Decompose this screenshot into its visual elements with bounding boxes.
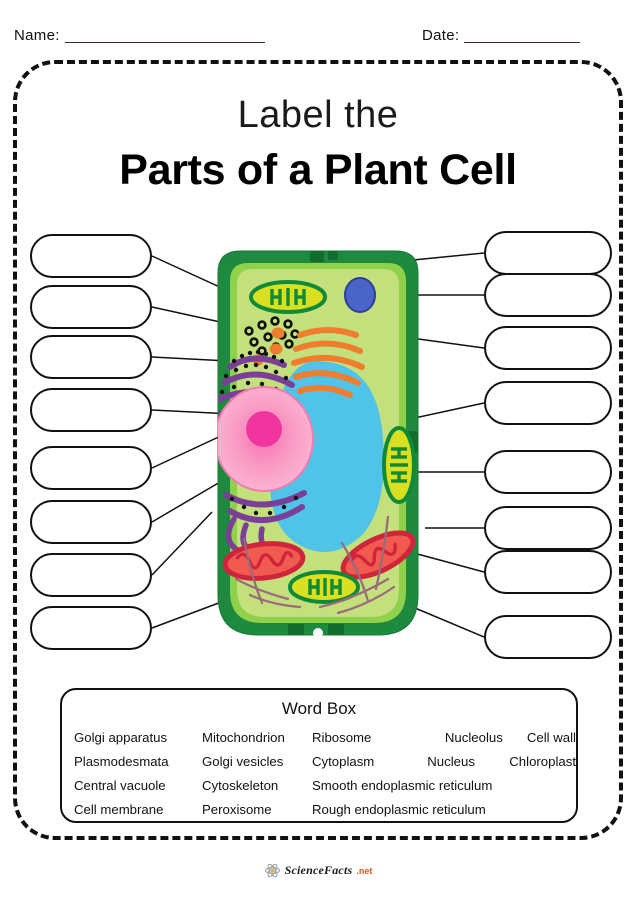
- answer-blank-right-8[interactable]: [484, 615, 612, 659]
- word-item[interactable]: Chloroplast: [509, 753, 576, 769]
- word-item[interactable]: Rough endoplasmic reticulum: [312, 801, 486, 817]
- word-item[interactable]: Peroxisome: [202, 801, 272, 817]
- answer-blank-right-7[interactable]: [484, 550, 612, 594]
- plant-cell-diagram: [217, 250, 419, 638]
- answer-blank-left-3[interactable]: [30, 335, 152, 379]
- date-write-line[interactable]: [464, 30, 581, 43]
- leader-left-7: [151, 511, 213, 576]
- word-box-rows: Golgi apparatus Mitochondrion Ribosome N…: [62, 725, 576, 821]
- word-box-row: Golgi apparatus Mitochondrion Ribosome N…: [62, 725, 576, 749]
- answer-blank-right-4[interactable]: [484, 381, 612, 425]
- plasmodesmata-channels: [313, 628, 323, 638]
- leader-right-8: [414, 607, 485, 638]
- brand-name: ScienceFacts: [284, 863, 353, 877]
- word-box-row: Cell membrane Peroxisome Rough endoplasm…: [62, 797, 576, 821]
- word-box-title: Word Box: [281, 699, 357, 718]
- word-box-row: Central vacuole Cytoskeleton Smooth endo…: [62, 773, 576, 797]
- date-field[interactable]: Date:: [422, 27, 581, 44]
- date-label: Date:: [422, 27, 460, 44]
- atom-icon: [264, 863, 280, 878]
- word-item[interactable]: Cytoplasm: [312, 753, 375, 769]
- word-box-row: Plasmodesmata Golgi vesicles Cytoplasm N…: [62, 749, 576, 773]
- word-item[interactable]: Ribosome: [312, 729, 372, 745]
- answer-blank-right-2[interactable]: [484, 273, 612, 317]
- word-item[interactable]: Nucleolus: [444, 729, 503, 745]
- word-box: Word Box Golgi apparatus Mitochondrion R…: [60, 688, 578, 823]
- answer-blank-left-7[interactable]: [30, 553, 152, 597]
- site-brand: ScienceFacts .net: [0, 862, 636, 882]
- word-item[interactable]: Nucleus: [427, 753, 475, 769]
- cytoskeleton: [234, 515, 396, 615]
- answer-blank-left-5[interactable]: [30, 446, 152, 490]
- word-item[interactable]: Smooth endoplasmic reticulum: [312, 777, 493, 793]
- worksheet-header: Name: Date:: [0, 0, 636, 56]
- worksheet-title: Parts of a Plant Cell: [119, 146, 517, 194]
- answer-blank-right-1[interactable]: [484, 231, 612, 275]
- word-item[interactable]: Plasmodesmata: [74, 753, 169, 769]
- name-field[interactable]: Name:: [14, 28, 265, 43]
- answer-blank-left-6[interactable]: [30, 500, 152, 544]
- answer-blank-right-5[interactable]: [484, 450, 612, 494]
- chloroplast-2: [382, 426, 416, 504]
- word-item[interactable]: Golgi apparatus: [74, 729, 168, 745]
- word-item[interactable]: Cytoskeleton: [202, 777, 279, 793]
- word-item[interactable]: Golgi vesicles: [202, 753, 284, 769]
- answer-blank-left-4[interactable]: [30, 388, 152, 432]
- name-write-line[interactable]: [64, 30, 265, 43]
- nucleolus: [246, 411, 282, 447]
- peroxisome: [344, 277, 376, 313]
- mitochondrion-2: [340, 530, 416, 580]
- rough-endoplasmic-reticulum-lower: [223, 490, 307, 524]
- worksheet-subtitle: Label the: [237, 94, 399, 136]
- answer-blank-left-8[interactable]: [30, 606, 152, 650]
- worksheet-border: [13, 60, 623, 840]
- word-item[interactable]: Cell membrane: [74, 801, 164, 817]
- word-item[interactable]: Central vacuole: [74, 777, 166, 793]
- leader-right-7: [409, 551, 485, 573]
- chloroplast-3: [288, 570, 360, 604]
- answer-blank-left-1[interactable]: [30, 234, 152, 278]
- golgi-apparatus: [291, 327, 365, 398]
- name-label: Name:: [14, 27, 60, 44]
- answer-blank-left-2[interactable]: [30, 285, 152, 329]
- answer-blank-right-6[interactable]: [484, 506, 612, 550]
- word-item[interactable]: Cell wall: [526, 729, 576, 745]
- chloroplast: [249, 280, 327, 314]
- brand-suffix: .net: [356, 865, 373, 876]
- word-item[interactable]: Mitochondrion: [202, 729, 285, 745]
- answer-blank-right-3[interactable]: [484, 326, 612, 370]
